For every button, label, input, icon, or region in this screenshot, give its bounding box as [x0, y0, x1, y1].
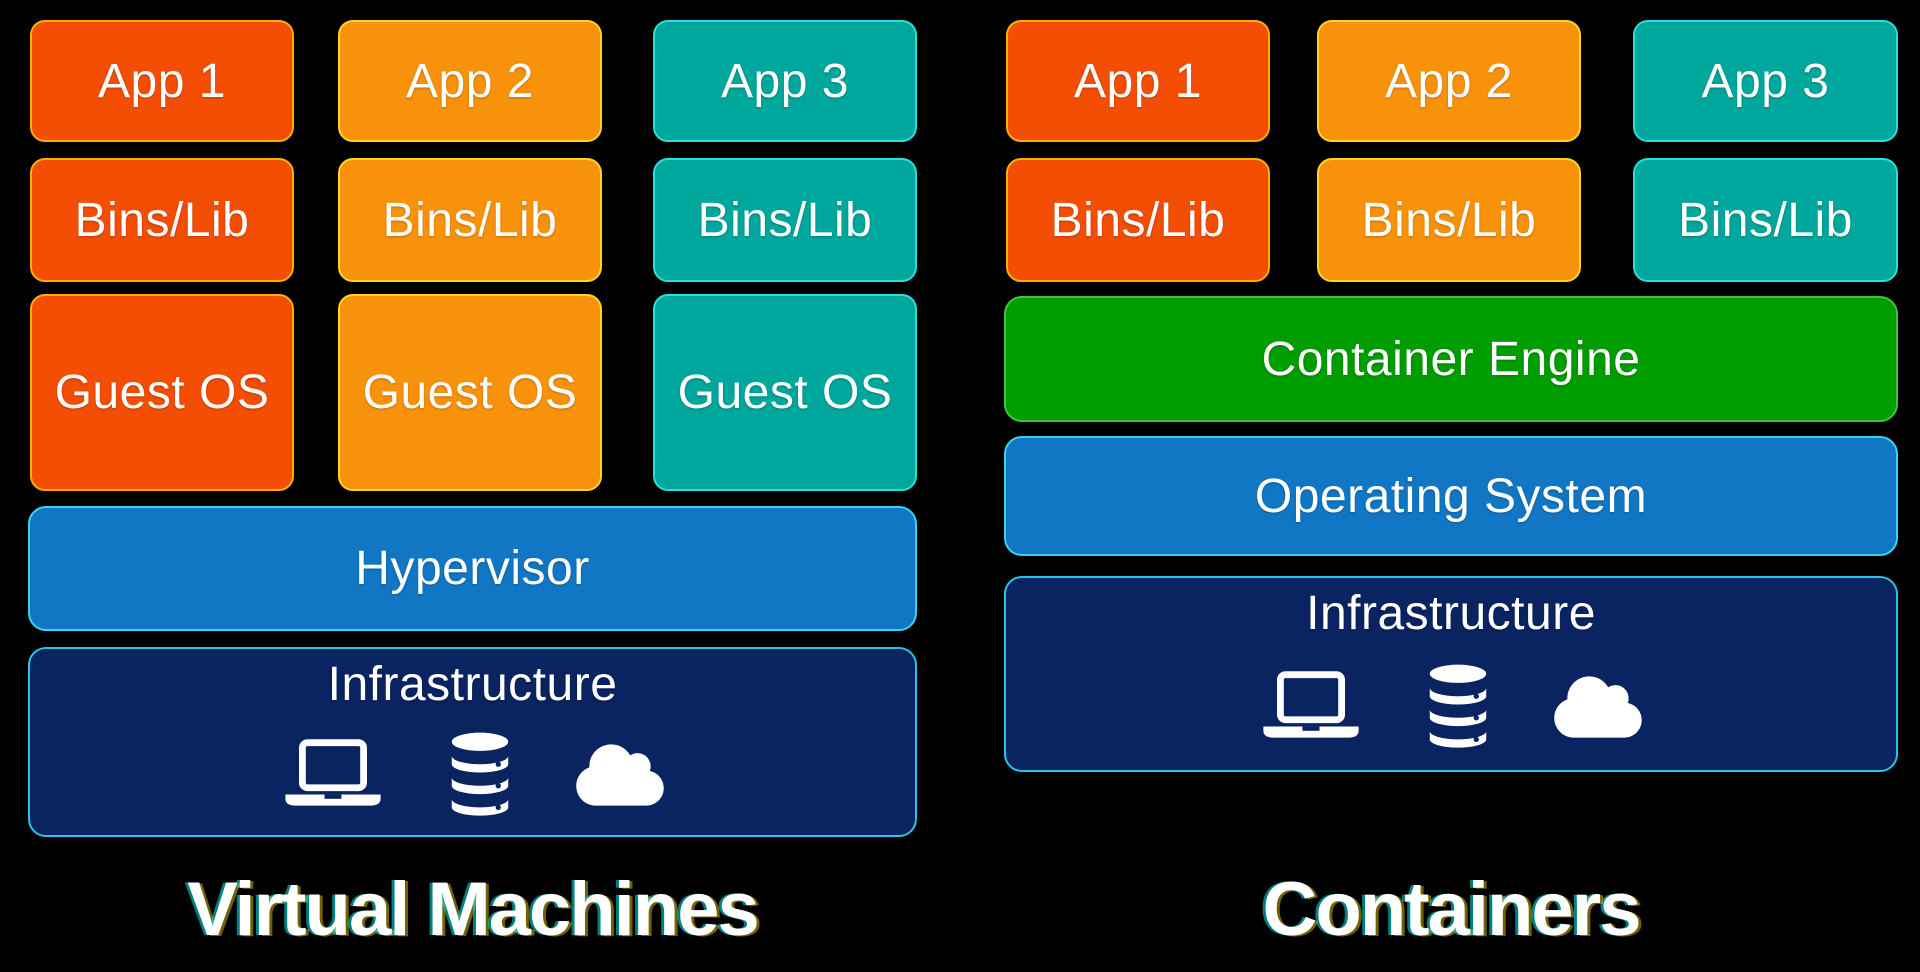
vm-guestos1-box: Guest OS [30, 294, 294, 491]
vm-bins2-label: Bins/Lib [382, 193, 558, 247]
vm-infrastructure-icons [30, 716, 915, 835]
ct-infrastructure-icons [1006, 645, 1896, 770]
vm-app2-box: App 2 [338, 20, 602, 142]
vm-infrastructure-label: Infrastructure [327, 658, 618, 711]
vm-app1-label: App 1 [98, 54, 226, 108]
vm-bins2-box: Bins/Lib [338, 158, 602, 282]
vm-guestos1-label: Guest OS [54, 366, 270, 419]
ct-bins1-box: Bins/Lib [1006, 158, 1270, 282]
ct-bins3-label: Bins/Lib [1678, 193, 1853, 247]
ct-bins3-box: Bins/Lib [1633, 158, 1898, 282]
ct-bins2-label: Bins/Lib [1361, 193, 1537, 247]
vm-title: Virtual Machines [187, 867, 760, 952]
container-engine-bar: Container Engine [1004, 296, 1898, 422]
ct-app2-box: App 2 [1317, 20, 1581, 142]
vm-bins3-label: Bins/Lib [697, 193, 873, 247]
database-icon [1429, 665, 1487, 749]
cloud-icon [575, 744, 664, 807]
vm-app3-label: App 3 [721, 54, 849, 108]
ct-app2-label: App 2 [1385, 54, 1513, 108]
vm-guestos3-label: Guest OS [677, 366, 893, 419]
vm-bins1-box: Bins/Lib [30, 158, 294, 282]
container-engine-label: Container Engine [1261, 332, 1641, 386]
vm-guestos2-label: Guest OS [362, 366, 578, 419]
vm-bins1-label: Bins/Lib [74, 193, 250, 247]
database-icon [451, 733, 508, 817]
vm-bins3-box: Bins/Lib [653, 158, 917, 282]
laptop-icon [284, 739, 381, 806]
ct-app1-label: App 1 [1074, 54, 1202, 108]
vm-guestos2-box: Guest OS [338, 294, 602, 491]
vm-app3-box: App 3 [653, 20, 917, 142]
operating-system-bar: Operating System [1004, 436, 1898, 556]
ct-title: Containers [1262, 867, 1642, 952]
ct-app1-box: App 1 [1006, 20, 1270, 142]
vm-app1-box: App 1 [30, 20, 294, 142]
laptop-icon [1263, 671, 1359, 738]
vm-guestos3-box: Guest OS [653, 294, 917, 491]
cloud-icon [1554, 676, 1642, 739]
ct-app3-box: App 3 [1633, 20, 1898, 142]
ct-app3-label: App 3 [1701, 54, 1830, 108]
ct-bins1-label: Bins/Lib [1050, 193, 1226, 247]
vm-hypervisor-bar: Hypervisor [28, 506, 917, 631]
ct-bins2-box: Bins/Lib [1317, 158, 1581, 282]
ct-infrastructure-bar: Infrastructure [1004, 576, 1898, 772]
vm-hypervisor-label: Hypervisor [355, 542, 590, 595]
ct-infrastructure-label: Infrastructure [1306, 587, 1596, 640]
vm-app2-label: App 2 [406, 54, 534, 108]
vm-infrastructure-bar: Infrastructure [28, 647, 917, 837]
operating-system-label: Operating System [1254, 469, 1648, 523]
